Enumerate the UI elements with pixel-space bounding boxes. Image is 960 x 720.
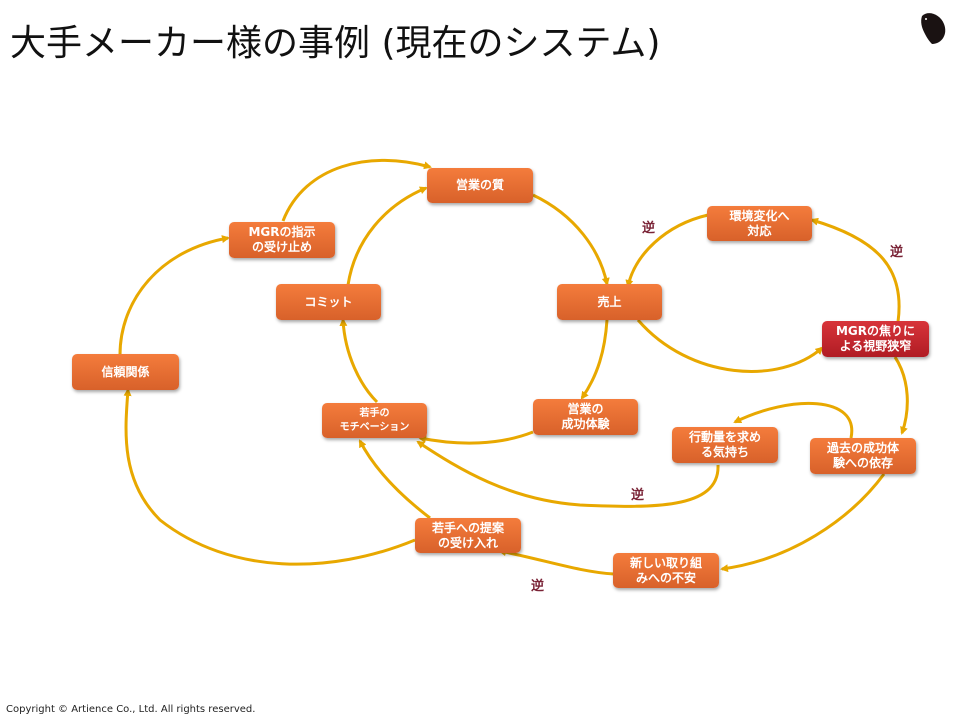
node-new-anxiety: 新しい取り組 みへの不安 [613, 553, 719, 588]
reverse-label-action-to-motivation: 逆 [631, 488, 645, 503]
arrow-env-to-sales [625, 213, 709, 288]
reverse-label-anxiety-to-proposal: 逆 [531, 579, 545, 594]
arrow-impatience-to-env [810, 217, 901, 323]
arrow-quality-to-sales [532, 193, 610, 286]
arrow-success-to-motivation [418, 430, 534, 445]
node-env-change: 環境変化へ 対応 [707, 206, 812, 241]
reverse-label-env-to-sales: 逆 [642, 221, 656, 236]
node-action-desire: 行動量を求め る気持ち [672, 427, 778, 463]
slide-title: 大手メーカー様の事例 (現在のシステム) [10, 23, 661, 64]
arrow-mgr-to-quality [281, 158, 432, 222]
arrow-motivation-to-commit [339, 318, 379, 404]
node-mgr-impatience: MGRの焦りに よる視野狭窄 [822, 321, 929, 357]
node-quality: 営業の質 [427, 168, 533, 203]
arrow-proposal-to-trust [123, 388, 416, 566]
node-past-success: 過去の成功体 験への依存 [810, 438, 916, 474]
arrow-impatience-to-past [893, 356, 909, 435]
node-sales: 売上 [557, 284, 662, 320]
node-mgr-instruction: MGRの指示 の受け止め [229, 222, 335, 258]
arrow-action-to-motivation [416, 440, 720, 508]
arrow-anxiety-to-proposal [498, 548, 615, 576]
arrow-trust-to-mgr [118, 235, 230, 356]
node-young-motivation: 若手の モチベーション [322, 403, 427, 438]
arrow-past-to-anxiety [720, 473, 886, 573]
node-sales-success: 営業の 成功体験 [533, 399, 638, 435]
arrow-commit-to-quality [346, 186, 428, 286]
node-trust: 信頼関係 [72, 354, 179, 390]
arrow-sales-to-success [580, 319, 609, 400]
node-young-proposal: 若手への提案 の受け入れ [415, 518, 521, 553]
copyright-footer: Copyright © Artience Co., Ltd. All right… [6, 704, 256, 715]
arrow-past-to-action [733, 401, 854, 439]
hedgehog-logo-icon [921, 13, 946, 44]
node-commit: コミット [276, 284, 381, 320]
arrow-proposal-to-motivation [358, 439, 431, 520]
arrow-sales-to-impatience [636, 319, 824, 373]
reverse-label-impatience-to-env: 逆 [890, 245, 904, 260]
